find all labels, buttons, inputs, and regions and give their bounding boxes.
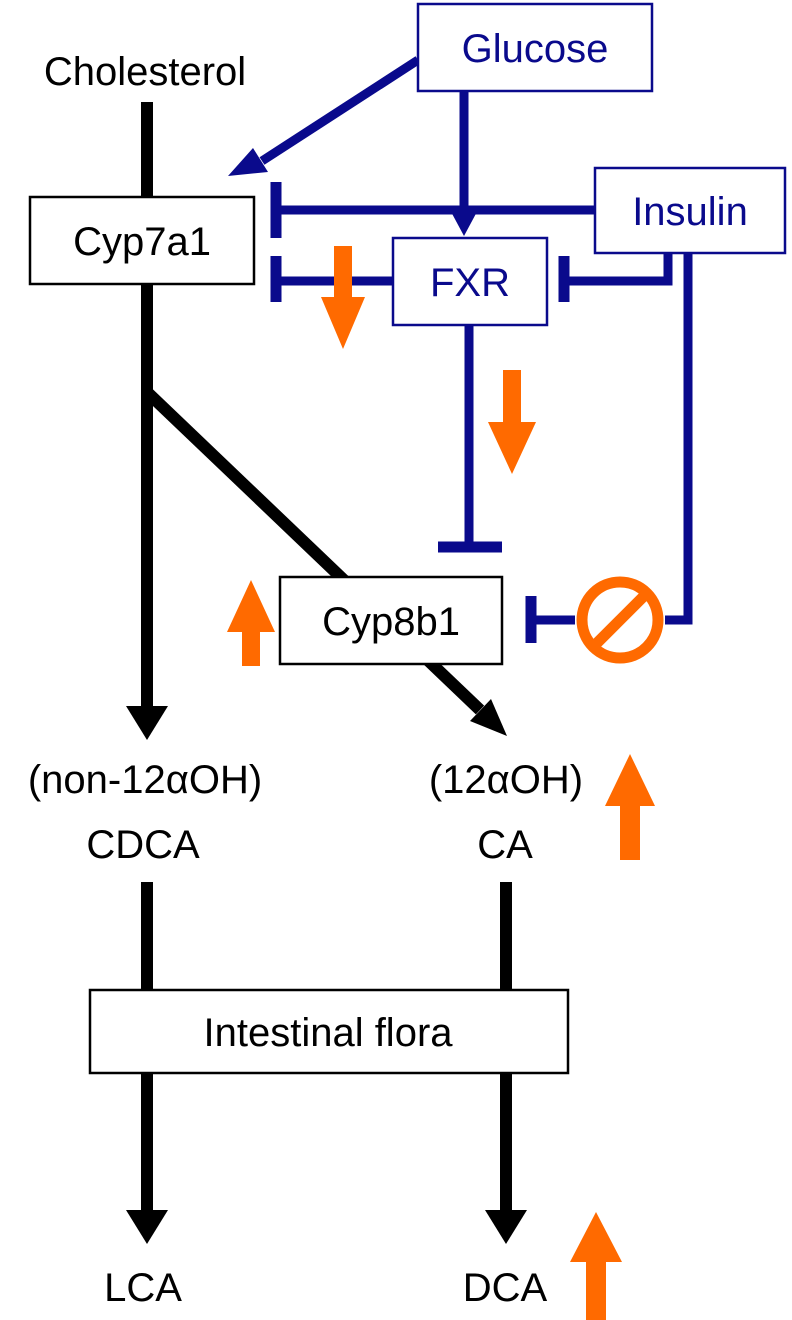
cyp7a1-label: Cyp7a1: [73, 220, 211, 264]
insulin-inhibits-cyp8b1-line: [665, 253, 693, 625]
insulin-node: Insulin: [593, 166, 787, 255]
cdca-arrowhead: [126, 706, 168, 740]
fxr-label: FXR: [430, 261, 510, 305]
cyp7a1-decrease-arrow-icon: [321, 246, 365, 349]
blue-regulation: [228, 56, 693, 643]
orange-indicators: [227, 246, 655, 1320]
insulin-inhibits-fxr-line: [564, 253, 673, 286]
dca-arrowhead: [485, 1210, 527, 1244]
lca-label: LCA: [104, 1266, 182, 1310]
dca-increase-arrow-icon: [570, 1212, 622, 1320]
ca-label: CA: [477, 823, 533, 867]
cdca-label: CDCA: [86, 823, 200, 867]
intestinal-flora-node: Intestinal flora: [88, 988, 570, 1075]
glucose-to-fxr-arrowhead: [449, 208, 479, 236]
lca-arrowhead: [126, 1210, 168, 1244]
insulin-label: Insulin: [632, 190, 748, 234]
cyp7a1-node: Cyp7a1: [28, 195, 256, 286]
intestinal-flora-label: Intestinal flora: [203, 1011, 453, 1055]
fxr-node: FXR: [391, 236, 549, 327]
glucose-to-cyp7a1-arrowhead: [228, 148, 268, 176]
glucose-node: Glucose: [416, 2, 654, 93]
ca-arrowhead: [470, 699, 507, 736]
non12-label: (non-12αOH): [28, 758, 262, 802]
cyp8b1-label: Cyp8b1: [322, 600, 460, 644]
cholesterol-label: Cholesterol: [44, 50, 246, 94]
glucose-label: Glucose: [462, 27, 609, 71]
ca-increase-arrow-icon: [605, 754, 655, 860]
cyp8b1-node: Cyp8b1: [278, 575, 504, 666]
oh12-label: (12αOH): [429, 758, 583, 802]
dca-label: DCA: [463, 1266, 548, 1310]
cyp8b1-increase-arrow-icon: [227, 580, 275, 666]
blocked-no-symbol-icon: [576, 576, 664, 664]
glucose-to-cyp7a1-line: [259, 56, 421, 165]
fxr-decrease-arrow-icon: [488, 370, 536, 474]
